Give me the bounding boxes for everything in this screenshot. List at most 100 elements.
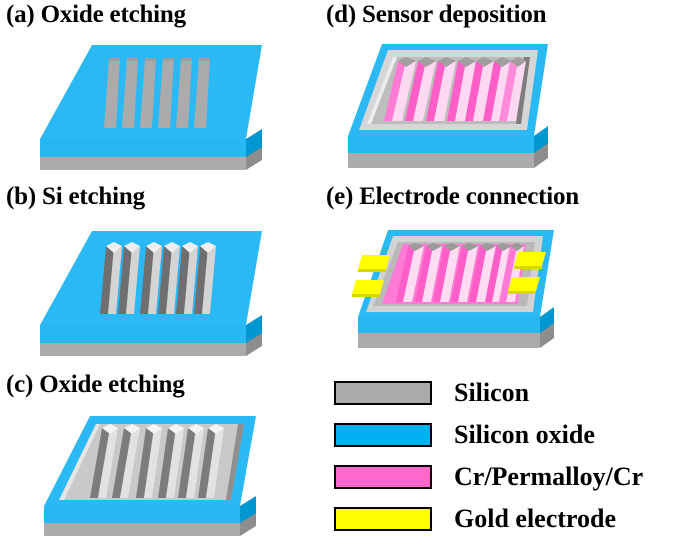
silicon-base-side-d [534, 142, 548, 168]
panel-b: (b) Si etching [6, 184, 316, 370]
panel-b-title: (b) Si etching [6, 183, 145, 210]
permalloy-ridge [415, 243, 442, 302]
corrugation-ridge [158, 424, 184, 498]
silicon-stripe [140, 58, 156, 128]
panel-e-title: (e) Electrode connection [326, 183, 580, 210]
cavity-right-wall-d [516, 57, 530, 124]
silicon-stripe [158, 58, 174, 128]
permalloy-ridge [451, 243, 478, 302]
v-groove [194, 242, 216, 314]
oxide-etching-diagram-c [44, 416, 256, 536]
gold-electrode-group-e [352, 252, 546, 297]
silicon-stripe [176, 58, 192, 128]
v-groove-group-b [100, 242, 216, 314]
silicon-stripe [104, 58, 120, 128]
panel-e: (e) Electrode connection [326, 184, 700, 370]
oxide-side-face-a [246, 129, 262, 157]
legend-label-silicon: Silicon [454, 378, 530, 407]
panel-d: (d) Sensor deposition [326, 2, 700, 182]
silicon-stripe-top-shade [181, 58, 192, 61]
permalloy-ridge [384, 57, 416, 121]
gold-electrode-pad-edge [514, 266, 542, 269]
permalloy-ridge [405, 57, 436, 121]
v-groove [100, 242, 122, 314]
silicon-stripe-top-shade [199, 58, 210, 61]
legend-swatch-silicon [334, 381, 432, 405]
legend-item-permalloy: Cr/Permalloy/Cr [334, 456, 700, 498]
si-etching-diagram-b [40, 231, 262, 356]
silicon-stripe-top-shade [109, 58, 120, 61]
cavity-left-wall-d [367, 57, 397, 124]
gold-electrode-pad-edge [508, 291, 536, 294]
silicon-stripe-top-shade [145, 58, 156, 61]
gold-electrode-pad [514, 252, 546, 266]
legend-label-permalloy: Cr/Permalloy/Cr [454, 462, 644, 491]
corrugation-ridge [198, 424, 224, 498]
gold-electrode-pad [358, 255, 390, 269]
silicon-stripe [122, 58, 138, 128]
panel-d-title: (d) Sensor deposition [326, 1, 547, 28]
panel-a-title: (a) Oxide etching [6, 1, 186, 28]
silicon-base-front-b [40, 342, 246, 356]
silicon-base-side-e [540, 322, 554, 348]
v-groove [176, 242, 198, 314]
permalloy-ridge [465, 57, 494, 121]
oxide-front-face-d [348, 136, 534, 153]
oxide-etching-diagram-a [40, 45, 262, 170]
sensor-deposition-diagram-d [348, 44, 548, 168]
silicon-stripe-top-shade [127, 58, 138, 61]
oxide-front-face-a [40, 139, 246, 157]
gold-electrode-pad [352, 280, 384, 294]
corrugation-ridge [178, 424, 204, 498]
permalloy-ridge [426, 57, 456, 121]
gold-electrode-pad-edge [358, 269, 386, 272]
cavity-right-wall-c [226, 424, 244, 500]
permalloy-ridge [469, 243, 496, 302]
permalloy-ridge [396, 243, 424, 302]
oxide-front-face-b [40, 325, 246, 343]
v-groove [118, 242, 140, 314]
legend-swatch-silicon-oxide [334, 423, 432, 447]
panel-a: (a) Oxide etching [6, 2, 316, 182]
legend-label-silicon-oxide: Silicon oxide [454, 420, 595, 449]
legend-label-gold: Gold electrode [454, 504, 616, 533]
v-groove [158, 242, 180, 314]
legend-swatch-permalloy [334, 465, 432, 489]
panel-c-title: (c) Oxide etching [6, 371, 185, 398]
corrugation-ridge [90, 424, 118, 498]
panel-c-illustration [32, 408, 282, 548]
silicon-base-side-a [246, 146, 262, 170]
silicon-base-front-d [348, 152, 534, 168]
silicon-base-front-c [44, 522, 240, 536]
permalloy-ridge [499, 57, 526, 121]
panel-c: (c) Oxide etching [6, 372, 316, 544]
oxide-side-face-c [240, 496, 256, 523]
corrugation-ridge [136, 424, 162, 498]
cavity-left-wall-c [59, 424, 100, 500]
corrugation-ridge [112, 424, 140, 498]
permalloy-ridge [433, 243, 460, 302]
electrode-connection-diagram-e [352, 230, 554, 348]
silicon-stripe [194, 58, 210, 128]
silicon-stripe-top-shade [163, 58, 174, 61]
v-groove [140, 242, 162, 314]
permalloy-ridge [483, 57, 512, 121]
legend-swatch-gold [334, 507, 432, 531]
permalloy-ridge [485, 243, 512, 302]
silicon-base-side-b [246, 332, 262, 356]
panel-e-illustration [330, 224, 580, 364]
oxide-side-face-d [534, 126, 548, 153]
gold-electrode-pad-edge [352, 294, 380, 297]
silicon-base-front-a [40, 156, 246, 170]
permalloy-ridge-group-d [384, 57, 526, 121]
silicon-base-side-c [240, 512, 256, 536]
oxide-front-face-c [44, 506, 240, 523]
legend: Silicon Silicon oxide Cr/Permalloy/Cr Go… [334, 372, 700, 542]
gold-electrode-pad [508, 277, 540, 291]
corrugation-group-c [90, 424, 224, 498]
legend-item-gold: Gold electrode [334, 498, 700, 540]
legend-item-silicon: Silicon [334, 372, 700, 414]
permalloy-ridge [447, 57, 476, 121]
panel-d-illustration [326, 38, 566, 178]
oxide-side-face-b [246, 315, 262, 343]
